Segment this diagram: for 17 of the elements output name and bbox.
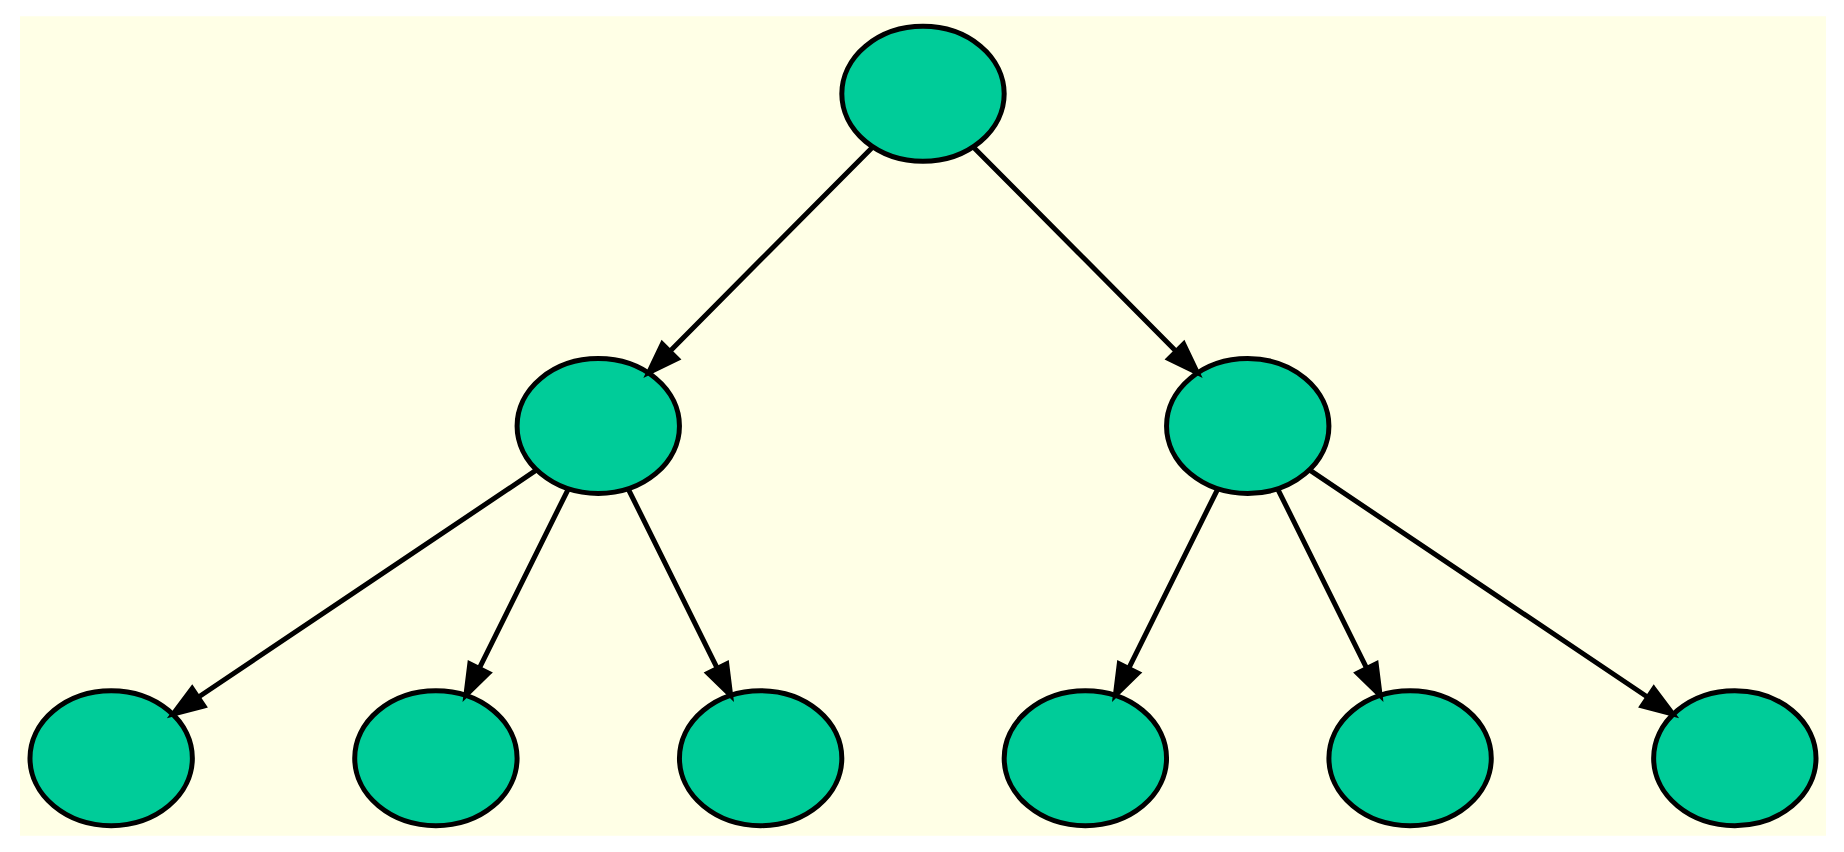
arrow (625, 488, 733, 703)
node-ellipse (513, 356, 681, 496)
arrow (642, 145, 874, 379)
node-ellipse (351, 688, 519, 829)
node-ellipse (1000, 688, 1169, 829)
node-ellipse (838, 23, 1006, 164)
node-ellipse (675, 688, 844, 829)
node-ellipse (1163, 356, 1331, 496)
arrow (1274, 488, 1383, 703)
node-ellipse (1325, 688, 1493, 829)
arrow (970, 145, 1202, 379)
node-ellipse (26, 688, 194, 829)
arrow (165, 467, 537, 719)
arrow (1111, 488, 1219, 703)
node-ellipse (1650, 688, 1818, 829)
arrow (1307, 467, 1679, 719)
arrow (461, 488, 570, 703)
